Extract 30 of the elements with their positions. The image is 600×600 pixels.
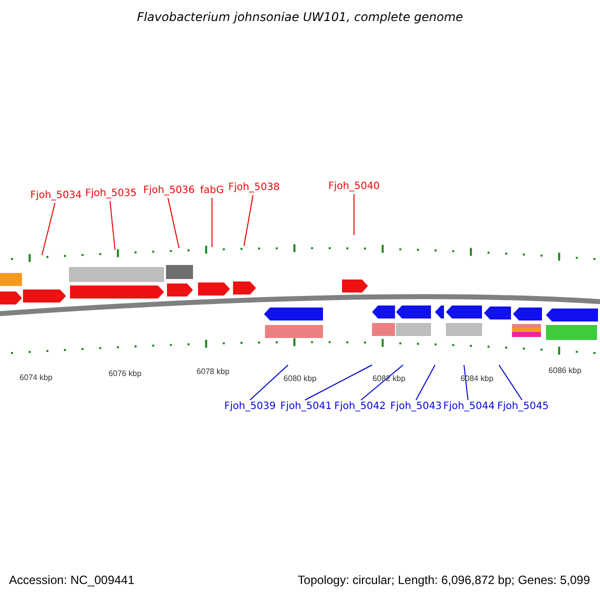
gene-label: Fjoh_5041 (280, 401, 332, 413)
chart-title: Flavobacterium johnsoniae UW101, complete genome (136, 11, 464, 23)
gene-label: Fjoh_5043 (390, 401, 442, 413)
gene-label: fabG (200, 185, 224, 197)
gene-label: Fjoh_5040 (328, 181, 380, 193)
axis-tick-label: 6074 kbp (20, 373, 52, 382)
leader-line (250, 364, 288, 400)
gene-label: Fjoh_5045 (497, 401, 549, 413)
leader-line (464, 364, 468, 400)
leader-line (110, 200, 116, 250)
footer-note: Accession: NC_009441 (9, 574, 134, 586)
leader-line (360, 364, 404, 400)
leader-line (498, 364, 522, 400)
leader-line (244, 194, 254, 246)
gene-label: Fjoh_5038 (228, 182, 280, 194)
gene-label: Fjoh_5042 (334, 401, 386, 413)
axis-tick-label: 6076 kbp (108, 369, 142, 378)
leader-line (416, 364, 436, 400)
axis-tick-label: 6080 kbp (284, 374, 316, 383)
axis-tick-label: 6078 kbp (196, 367, 230, 376)
leader-line (42, 202, 56, 256)
footer-note: Topology: circular; Length: 6,096,872 bp; Genes: 5,099 (298, 574, 590, 586)
gene-label: Fjoh_5036 (143, 185, 195, 197)
gene-label: Fjoh_5034 (30, 190, 82, 202)
axis-tick-label: 6086 kbp (548, 366, 582, 375)
leader-line (304, 364, 372, 400)
gene-label: Fjoh_5044 (443, 401, 495, 413)
gene-label: Fjoh_5039 (224, 401, 276, 413)
gene-label: Fjoh_5035 (85, 188, 137, 200)
leader-line (168, 198, 180, 248)
